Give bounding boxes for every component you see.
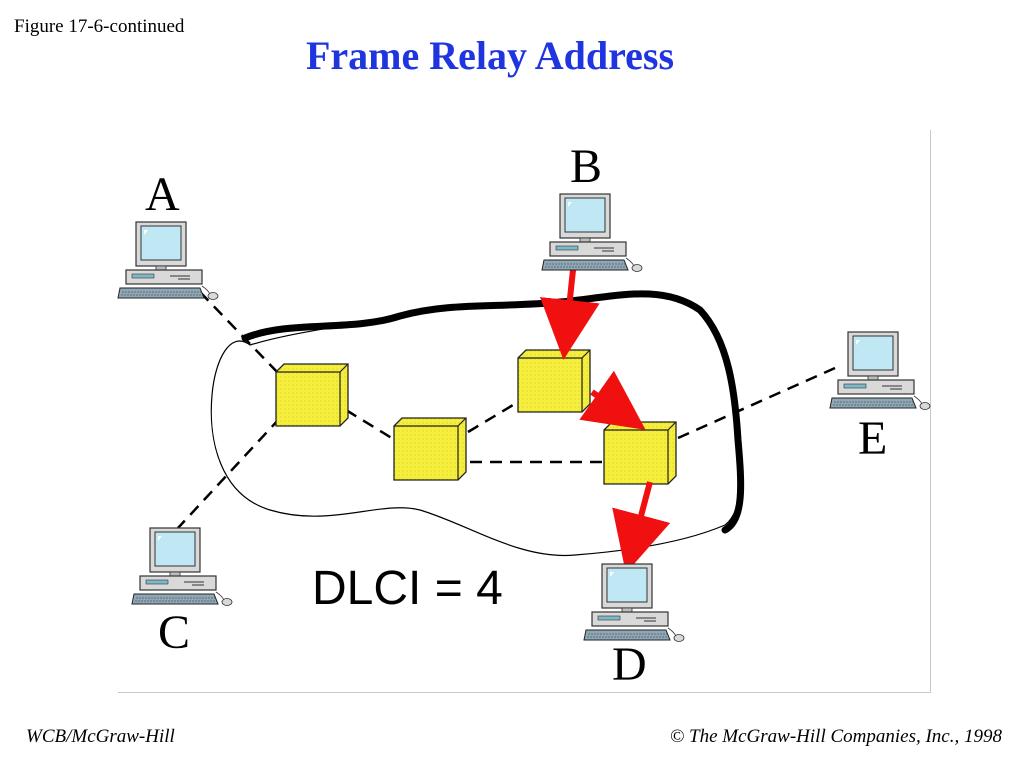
slide-title: Frame Relay Address [305,33,675,78]
figure-label: Figure 17-6-continued [14,16,185,37]
path-switch3-to-switch4 [579,370,646,430]
node-label-e: E [858,412,887,465]
footer-copyright-text: The McGraw-Hill Companies, Inc., 1998 [689,726,1002,747]
diagram-frame [118,130,931,693]
computer-icon-b [541,193,643,273]
computer-icon-c [131,527,233,607]
link-switch4-e [677,366,836,440]
node-label-a: A [145,168,180,221]
frame-relay-switch-2 [393,417,467,481]
node-label-d: D [612,638,647,691]
footer-publisher: WCB/McGraw-Hill [26,726,175,747]
frame-relay-switch-4 [603,421,677,485]
link-switch2-switch3 [467,400,519,434]
footer-copyright: © The McGraw-Hill Companies, Inc., 1998 [670,726,1002,748]
computer-icon-a [117,221,219,301]
link-switch1-c [177,417,281,529]
copyright-symbol: © [669,726,685,747]
node-label-c: C [158,606,190,659]
frame-relay-switch-1 [275,363,349,427]
dlci-label: DLCI = 4 [312,562,503,615]
link-switch1-switch2 [345,408,396,442]
network-cloud-thick-edge [241,290,745,534]
path-b-to-switch3 [539,269,600,360]
computer-icon-e [829,331,931,411]
frame-relay-switch-3 [517,349,591,413]
node-label-b: B [570,140,602,193]
computer-icon-d [583,563,685,643]
path-switch4-to-d [612,481,671,574]
